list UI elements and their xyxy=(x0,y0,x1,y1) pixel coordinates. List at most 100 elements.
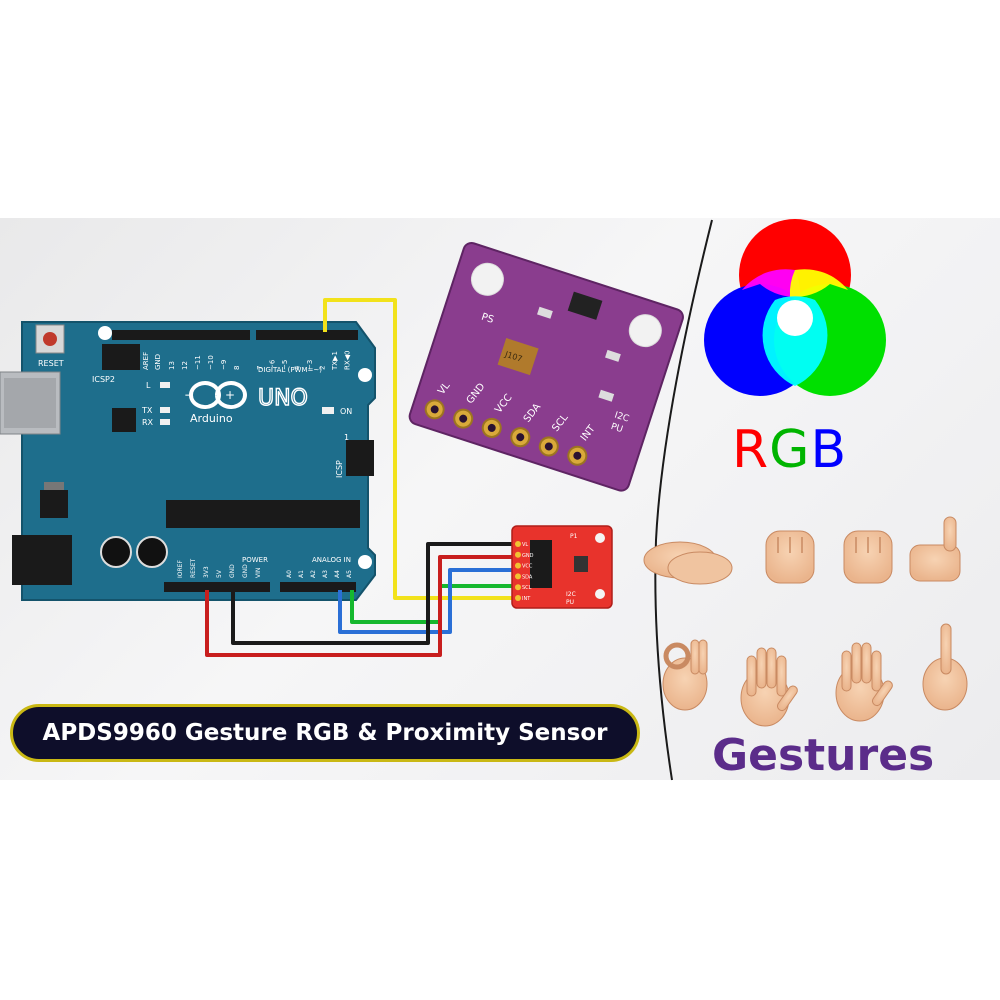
digital-pin-label: ~5 xyxy=(281,360,289,370)
digital-pin-label: ~9 xyxy=(220,360,228,370)
red-module-chip xyxy=(530,540,552,588)
red-module-pin xyxy=(515,595,521,601)
power-pin-label: RESET xyxy=(190,558,197,578)
red-module-pin xyxy=(515,584,521,591)
power-pin-label: GND xyxy=(229,564,236,578)
power-pin-label: IOREF xyxy=(177,560,184,578)
red-module-pin xyxy=(515,551,521,558)
analog-header xyxy=(280,582,356,592)
red-module-pin-label: VCC xyxy=(522,564,533,570)
red-module-pin-label: VL xyxy=(522,542,528,548)
tantalum-capacitor xyxy=(497,338,539,376)
power-pin-label: GND xyxy=(242,564,249,578)
led-on xyxy=(322,407,334,414)
svg-text:+: + xyxy=(225,388,235,402)
power-header xyxy=(164,582,270,592)
red-module-pin xyxy=(515,541,521,547)
analog-pin-label: A1 xyxy=(298,570,305,578)
analog-label: ANALOG IN xyxy=(312,556,351,564)
red-module-pu: PU xyxy=(566,599,574,606)
led-tx-label: TX xyxy=(141,406,153,415)
digital-pin-label: 2 xyxy=(319,366,327,370)
open-hand-icon xyxy=(835,642,893,722)
apds9960-sensor xyxy=(567,291,603,320)
arduino-text: Arduino xyxy=(190,412,233,425)
wire-yellow xyxy=(323,298,518,600)
wire-black xyxy=(231,542,518,645)
digital-pin-label: ~10 xyxy=(207,355,215,370)
capacitor-1 xyxy=(100,536,132,568)
digital-header-right xyxy=(256,330,358,340)
wire-green xyxy=(350,584,518,624)
icsp2-header xyxy=(102,344,140,370)
digital-pin-label: ~3 xyxy=(306,360,314,370)
digital-label: DIGITAL (PWM=~) xyxy=(258,366,322,374)
analog-pin-label: A4 xyxy=(334,570,341,578)
wire-blue xyxy=(338,568,518,634)
handshake-icon xyxy=(643,541,733,585)
rgb-text: RGB xyxy=(732,420,847,480)
svg-text:−: − xyxy=(184,388,194,402)
red-module-sensor xyxy=(574,556,588,572)
digital-pin-label: 13 xyxy=(168,361,176,370)
arduino-logo: − + xyxy=(184,381,247,410)
red-module-p1: P1 xyxy=(570,533,578,540)
mount-hole xyxy=(358,555,372,569)
gnd-label: GND xyxy=(154,354,162,370)
analog-pin-label: A0 xyxy=(286,570,293,578)
digital-pin-label: ~6 xyxy=(269,359,277,370)
dc-jack xyxy=(12,535,72,585)
thumb-side-icon xyxy=(843,530,893,584)
rgb-venn xyxy=(704,219,886,396)
ok-hand-icon xyxy=(662,639,708,711)
palm-icon xyxy=(740,647,798,727)
digital-pin-label: RX◀0 xyxy=(344,351,352,371)
red-module-pin-label: SDA xyxy=(522,574,533,580)
power-pin-label: 3V3 xyxy=(203,566,210,578)
wire-red xyxy=(205,555,518,657)
pointing-up-icon xyxy=(922,623,968,711)
wires xyxy=(205,298,518,657)
fist-icon xyxy=(765,530,815,584)
purple-module-i2c: I2C xyxy=(613,411,630,425)
aref-label: AREF xyxy=(142,352,150,370)
microcontroller-chip xyxy=(166,500,360,528)
analog-pin-label: A5 xyxy=(346,570,353,578)
uno-text: UNO xyxy=(258,386,308,411)
usb-chip xyxy=(112,408,136,432)
mount-hole xyxy=(358,368,372,382)
thumbs-up-icon xyxy=(909,516,961,582)
gesture-icons xyxy=(643,516,968,727)
voltage-regulator xyxy=(40,490,68,518)
icsp2-label: ICSP2 xyxy=(92,375,115,384)
title-pill: APDS9960 Gesture RGB & Proximity Sensor xyxy=(10,704,640,762)
title-text: APDS9960 Gesture RGB & Proximity Sensor xyxy=(42,720,608,746)
mount-hole xyxy=(98,326,112,340)
red-module-pin-label: INT xyxy=(522,596,531,602)
purple-module-ps: PS xyxy=(480,312,495,326)
purple-module-pu: PU xyxy=(609,422,624,435)
power-pin-label: 5V xyxy=(216,569,223,578)
digital-pin-label: 4 xyxy=(294,365,302,370)
rgb-text-g: G xyxy=(769,420,811,480)
rgb-text-r: R xyxy=(732,420,770,480)
gestures-text: Gestures xyxy=(712,730,935,781)
led-rx-label: RX xyxy=(142,418,154,427)
led-tx xyxy=(160,407,170,413)
red-module-pin-label: GND xyxy=(522,553,534,559)
digital-header-left xyxy=(112,330,250,340)
led-l-label: L xyxy=(146,381,151,390)
icsp-number: 1 xyxy=(344,433,349,442)
digital-pin-label: TX▶1 xyxy=(331,351,339,371)
power-label: POWER xyxy=(242,556,268,564)
icsp-header xyxy=(346,440,374,476)
reset-label: RESET xyxy=(38,359,64,368)
red-module-pin xyxy=(515,573,521,580)
digital-pin-label: 12 xyxy=(181,361,189,370)
